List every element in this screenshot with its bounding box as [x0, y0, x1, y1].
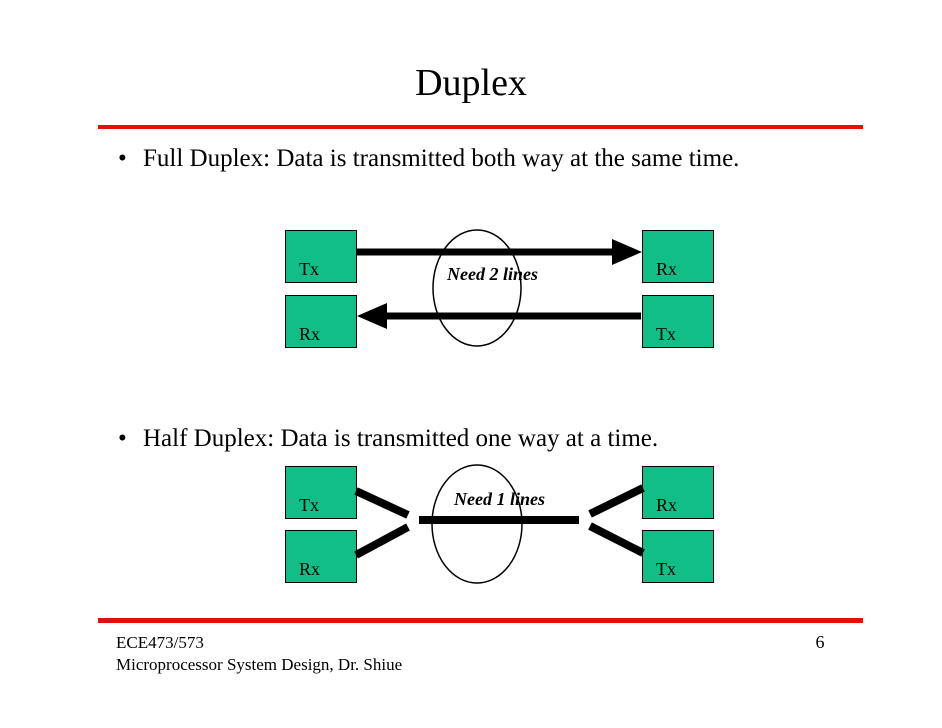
- half-duplex-right-bottom-diagonal: [588, 522, 645, 557]
- full-duplex-right-arrowhead-icon: [612, 239, 642, 265]
- footer-rule: [98, 618, 863, 623]
- box-label: Rx: [656, 259, 678, 279]
- half-duplex-left-top-box: Tx: [285, 466, 357, 519]
- half-duplex-right-top-diagonal: [588, 484, 645, 518]
- half-duplex-left-bottom-diagonal: [354, 523, 410, 559]
- bullet-text-full-duplex: Full Duplex: Data is transmitted both wa…: [143, 145, 740, 172]
- footer: ECE473/573 Microprocessor System Design,…: [116, 632, 402, 676]
- full-duplex-left-arrowhead-icon: [357, 303, 387, 329]
- box-label: Rx: [656, 495, 678, 515]
- slide-title: Duplex: [415, 62, 527, 104]
- box-label: Tx: [299, 495, 319, 515]
- half-duplex-right-top-box: Rx: [642, 466, 714, 519]
- title-rule: [98, 125, 863, 129]
- box-label: Tx: [299, 259, 319, 279]
- full-duplex-right-bottom-box: Tx: [642, 295, 714, 348]
- half-duplex-left-top-diagonal: [354, 487, 410, 519]
- bullet-text-half-duplex: Half Duplex: Data is transmitted one way…: [143, 425, 659, 452]
- box-label: Rx: [299, 324, 321, 344]
- half-duplex-left-bottom-box: Rx: [285, 530, 357, 583]
- bullet-marker: •: [118, 145, 127, 172]
- footer-course-name: Microprocessor System Design, Dr. Shiue: [116, 655, 403, 674]
- box-label: Rx: [299, 559, 321, 579]
- full-duplex-need-lines-label: Need 2 lines: [447, 264, 538, 284]
- bullet-item-full-duplex: • Full Duplex: Data is transmitted both …: [118, 143, 793, 175]
- full-duplex-left-top-box: Tx: [285, 230, 357, 283]
- half-duplex-need-lines-label: Need 1 lines: [454, 489, 545, 509]
- full-duplex-left-bottom-box: Rx: [285, 295, 357, 348]
- bullet-item-half-duplex: • Half Duplex: Data is transmitted one w…: [118, 423, 793, 455]
- full-duplex-ellipse: [432, 229, 522, 347]
- page-number: 6: [815, 632, 825, 652]
- box-label: Tx: [656, 559, 676, 579]
- full-duplex-right-top-box: Rx: [642, 230, 714, 283]
- box-label: Tx: [656, 324, 676, 344]
- half-duplex-ellipse: [431, 464, 523, 584]
- footer-course-id: ECE473/573: [116, 633, 204, 652]
- bullet-marker: •: [118, 425, 127, 452]
- half-duplex-right-bottom-box: Tx: [642, 530, 714, 583]
